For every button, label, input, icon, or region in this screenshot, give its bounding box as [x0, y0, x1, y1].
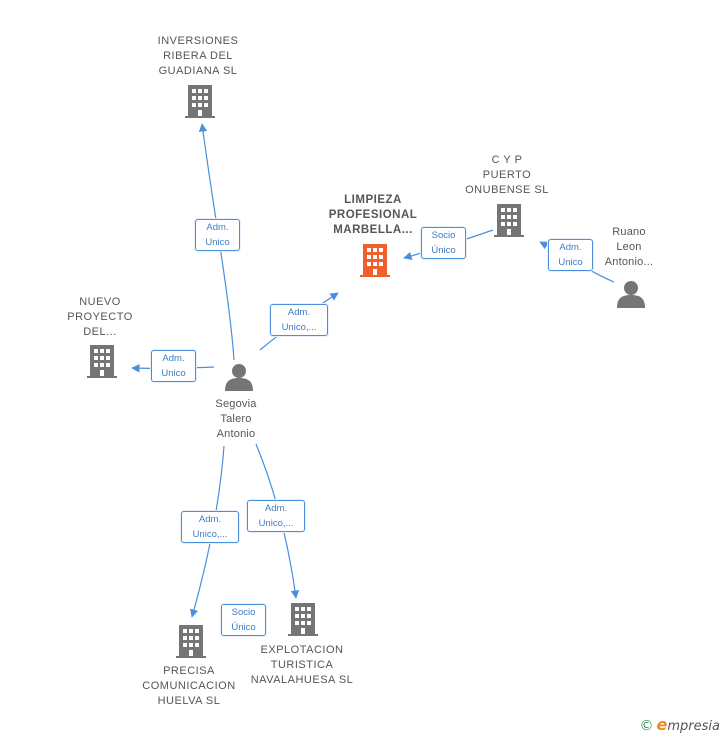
edge-label-line: Socio: [231, 607, 256, 618]
edge-label-explotacion: Adm. Unico,...: [247, 500, 305, 532]
edge-label-line: Adm.: [264, 503, 288, 514]
edge-label-line: Socio: [431, 230, 456, 241]
edge-label-cyp-limpieza: Socio Único: [421, 227, 466, 259]
edge-label-precisa: Adm. Unico,...: [181, 511, 239, 543]
edge-label-line: Unico: [205, 237, 230, 248]
edge-label-line: Adm.: [206, 222, 229, 233]
edge-label-line: Unico,...: [192, 529, 228, 540]
edge-label-line: Adm.: [287, 307, 311, 318]
edge-label-line: Único: [431, 245, 456, 256]
edge-label-limpieza: Adm. Unico,...: [270, 304, 328, 336]
edge-label-line: Adm.: [198, 514, 222, 525]
building-icon-inversiones: [185, 85, 215, 118]
brand-name: mpresia: [667, 719, 720, 734]
edge-label-line: Unico: [161, 368, 186, 379]
node-label-precisa[interactable]: PRECISA COMUNICACION HUELVA SL: [142, 665, 236, 707]
edge-label-line: Unico,...: [258, 518, 294, 529]
node-label-cyp[interactable]: C Y P PUERTO ONUBENSE SL: [465, 154, 549, 196]
building-icon-cyp: [494, 204, 524, 237]
node-label-segovia[interactable]: Segovia Talero Antonio: [215, 398, 257, 440]
person-icon-ruano: [617, 281, 645, 308]
node-label-nuevo[interactable]: NUEVO PROYECTO DEL...: [67, 296, 133, 338]
node-label-limpieza[interactable]: LIMPIEZA PROFESIONAL MARBELLA...: [328, 194, 418, 236]
edge-label-line: Único: [231, 622, 256, 633]
brand-e: e: [656, 715, 668, 734]
node-label-explotacion[interactable]: EXPLOTACION TURISTICA NAVALAHUESA SL: [250, 644, 354, 686]
building-icon-explotacion: [288, 603, 318, 636]
copyright-icon: ©: [639, 718, 654, 734]
building-icon-nuevo: [87, 345, 117, 378]
person-icon-segovia: [225, 364, 253, 391]
edge-label-explotacion-precisa: Socio Único: [221, 604, 266, 636]
edge-label-ruano-cyp: Adm. Unico: [548, 239, 593, 271]
edge-label-line: Adm.: [162, 353, 185, 364]
building-icon-limpieza: [360, 244, 390, 277]
edge-label-line: Unico: [558, 257, 583, 268]
node-label-ruano[interactable]: Ruano Leon Antonio...: [604, 226, 654, 268]
brand-logo: ©empresia: [640, 715, 720, 734]
node-label-inversiones[interactable]: INVERSIONES RIBERA DEL GUADIANA SL: [157, 35, 239, 77]
edge-label-line: Adm.: [559, 242, 582, 253]
edge-label-line: Unico,...: [281, 322, 317, 333]
edge-label-inversiones: Adm. Unico: [195, 219, 240, 251]
edge-label-nuevo: Adm. Unico: [151, 350, 196, 382]
building-icon-precisa: [176, 625, 206, 658]
